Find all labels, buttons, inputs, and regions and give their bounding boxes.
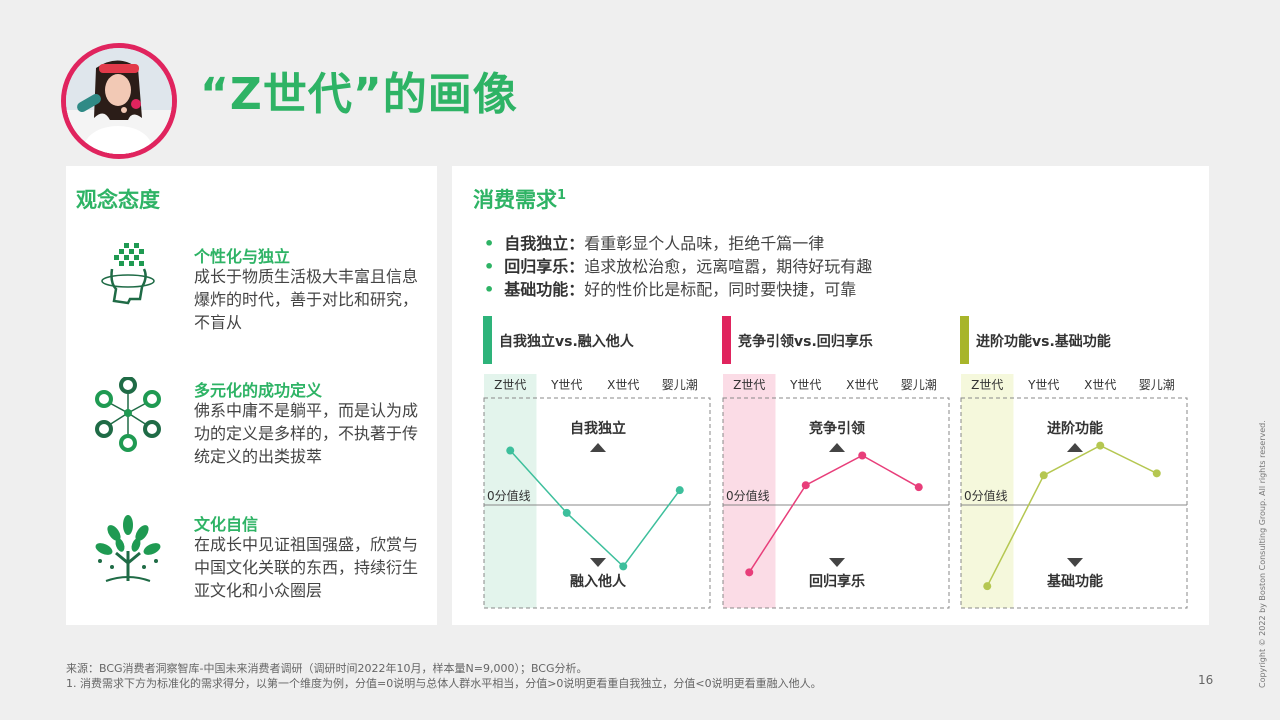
avatar xyxy=(61,43,177,159)
chart-accent-bar xyxy=(722,316,731,364)
chart-accent-bar xyxy=(483,316,492,364)
zero-line-label: 0分值线 xyxy=(726,488,770,503)
bullet-icon: • xyxy=(484,234,495,253)
bullet-icon: • xyxy=(484,257,495,276)
down-arrow-icon xyxy=(590,558,606,567)
attitude-title: 个性化与独立 xyxy=(194,247,291,266)
data-point xyxy=(1039,471,1048,480)
attitude-title: 文化自信 xyxy=(194,515,259,534)
copyright: Copyright © 2022 by Boston Consulting Gr… xyxy=(1258,420,1267,688)
series-line xyxy=(748,454,920,573)
page-title: “Z世代”的画像 xyxy=(200,69,518,120)
down-arrow-icon xyxy=(1067,558,1083,567)
chart-accent-bar xyxy=(960,316,969,364)
category-label: Y世代 xyxy=(789,378,821,392)
category-label: Z世代 xyxy=(494,378,526,392)
chart-title: 进阶功能vs.基础功能 xyxy=(976,334,1111,350)
data-point xyxy=(675,486,684,495)
data-point xyxy=(914,483,923,492)
top-axis-label: 进阶功能 xyxy=(1047,420,1103,437)
plot-frame xyxy=(483,397,711,609)
data-point xyxy=(1096,441,1105,450)
data-point xyxy=(562,508,571,517)
tree-icon xyxy=(92,511,166,591)
attitude-title: 多元化的成功定义 xyxy=(194,381,323,400)
category-label: Y世代 xyxy=(550,378,582,392)
attitude-body: 在成长中见证祖国强盛，欣赏与中国文化关联的东西，持续衍生亚文化和小众圈层 xyxy=(194,535,419,600)
page-number: 16 xyxy=(1198,673,1214,687)
category-label: X世代 xyxy=(1084,378,1116,392)
category-label: X世代 xyxy=(846,378,878,392)
attitude-cultural-confidence: 文化自信 在成长中见证祖国强盛，欣赏与中国文化关联的东西，持续衍生亚文化和小众圈… xyxy=(66,511,437,631)
top-axis-label: 竞争引领 xyxy=(809,420,865,437)
need-text: 追求放松治愈，远离喧嚣，期待好玩有趣 xyxy=(584,257,873,276)
data-point xyxy=(801,481,810,490)
series-line xyxy=(509,450,681,568)
data-point xyxy=(506,446,515,455)
plot-frame xyxy=(722,397,950,609)
data-point xyxy=(1152,469,1161,478)
z-gen-highlight xyxy=(484,374,537,608)
avatar-illustration xyxy=(66,48,172,154)
need-label: 回归享乐： xyxy=(504,257,585,276)
source-note: 来源：BCG消费者洞察智库-中国未来消费者调研（调研时间2022年10月，样本量… xyxy=(66,662,588,675)
chart-independence: 自我独立vs.融入他人 Z世代 Y世代 X世代 婴儿潮 0分值线 自我独立融入他人 xyxy=(483,316,713,614)
category-label: X世代 xyxy=(607,378,639,392)
down-arrow-icon xyxy=(829,558,845,567)
bottom-axis-label: 融入他人 xyxy=(570,573,627,590)
network-people-icon xyxy=(92,376,166,457)
chart-title: 自我独立vs.融入他人 xyxy=(499,334,634,350)
data-point xyxy=(619,562,628,571)
up-arrow-icon xyxy=(1067,443,1083,452)
footer: 来源：BCG消费者洞察智库-中国未来消费者调研（调研时间2022年10月，样本量… xyxy=(66,661,822,691)
chart-title: 竞争引领vs.回归享乐 xyxy=(738,334,873,350)
needs-panel: 消费需求1 • 自我独立：看重彰显个人品味，拒绝千篇一律 • 回归享乐：追求放松治愈… xyxy=(452,166,1209,625)
category-label: Y世代 xyxy=(1027,378,1059,392)
list-item: • 自我独立：看重彰显个人品味，拒绝千篇一律 xyxy=(484,232,872,255)
zero-line-label: 0分值线 xyxy=(964,488,1008,503)
attitude-body: 成长于物质生活极大丰富且信息爆炸的时代，善于对比和研究，不盲从 xyxy=(194,267,419,332)
attitude-diverse-success: 多元化的成功定义 佛系中庸不是躺平，而是认为成功的定义是多样的，不执著于传统定义… xyxy=(66,376,437,497)
plot-frame xyxy=(960,397,1188,609)
data-point xyxy=(745,568,754,577)
list-item: • 回归享乐：追求放松治愈，远离喧嚣，期待好玩有趣 xyxy=(484,255,872,278)
pixel-head-icon xyxy=(92,243,166,323)
category-label: Z世代 xyxy=(971,378,1003,392)
category-label: 婴儿潮 xyxy=(901,377,937,392)
data-point xyxy=(858,451,867,460)
bottom-axis-label: 基础功能 xyxy=(1047,573,1103,590)
bottom-axis-label: 回归享乐 xyxy=(809,573,865,590)
z-gen-highlight xyxy=(961,374,1014,608)
bullet-icon: • xyxy=(484,280,495,299)
footnote: 1. 消费需求下方为标准化的需求得分，以第一个维度为例，分值=0说明与总体人群水… xyxy=(66,677,822,690)
zero-line-label: 0分值线 xyxy=(487,488,531,503)
data-point xyxy=(983,582,992,591)
chart-function: 进阶功能vs.基础功能 Z世代 Y世代 X世代 婴儿潮 0分值线 进阶功能基础功能 xyxy=(960,316,1190,614)
attitude-individuality: 个性化与独立 成长于物质生活极大丰富且信息爆炸的时代，善于对比和研究，不盲从 xyxy=(66,243,437,363)
attitudes-heading: 观念态度 xyxy=(76,188,160,212)
attitudes-panel: 观念态度 个性化与独立 成长于物质生活极大丰富且信息爆炸的时代，善于对比和研究，… xyxy=(66,166,437,625)
up-arrow-icon xyxy=(829,443,845,452)
needs-list: • 自我独立：看重彰显个人品味，拒绝千篇一律 • 回归享乐：追求放松治愈，远离喧嚣，… xyxy=(484,232,872,301)
top-axis-label: 自我独立 xyxy=(570,420,626,437)
series-line xyxy=(986,444,1158,587)
need-text: 好的性价比是标配，同时要快捷，可靠 xyxy=(584,280,857,299)
footnote-marker: 1 xyxy=(557,188,567,203)
need-label: 基础功能： xyxy=(504,280,585,299)
chart-competition: 竞争引领vs.回归享乐 Z世代 Y世代 X世代 婴儿潮 0分值线 竞争引领回归享乐 xyxy=(722,316,952,614)
attitude-body: 佛系中庸不是躺平，而是认为成功的定义是多样的，不执著于传统定义的出类拔萃 xyxy=(194,401,419,466)
need-label: 自我独立： xyxy=(504,234,585,253)
need-text: 看重彰显个人品味，拒绝千篇一律 xyxy=(584,234,825,253)
needs-heading-text: 消费需求 xyxy=(473,188,557,212)
needs-heading: 消费需求1 xyxy=(473,184,566,214)
up-arrow-icon xyxy=(590,443,606,452)
list-item: • 基础功能：好的性价比是标配，同时要快捷，可靠 xyxy=(484,278,872,301)
category-label: 婴儿潮 xyxy=(1139,377,1175,392)
category-label: 婴儿潮 xyxy=(662,377,698,392)
category-label: Z世代 xyxy=(733,378,765,392)
